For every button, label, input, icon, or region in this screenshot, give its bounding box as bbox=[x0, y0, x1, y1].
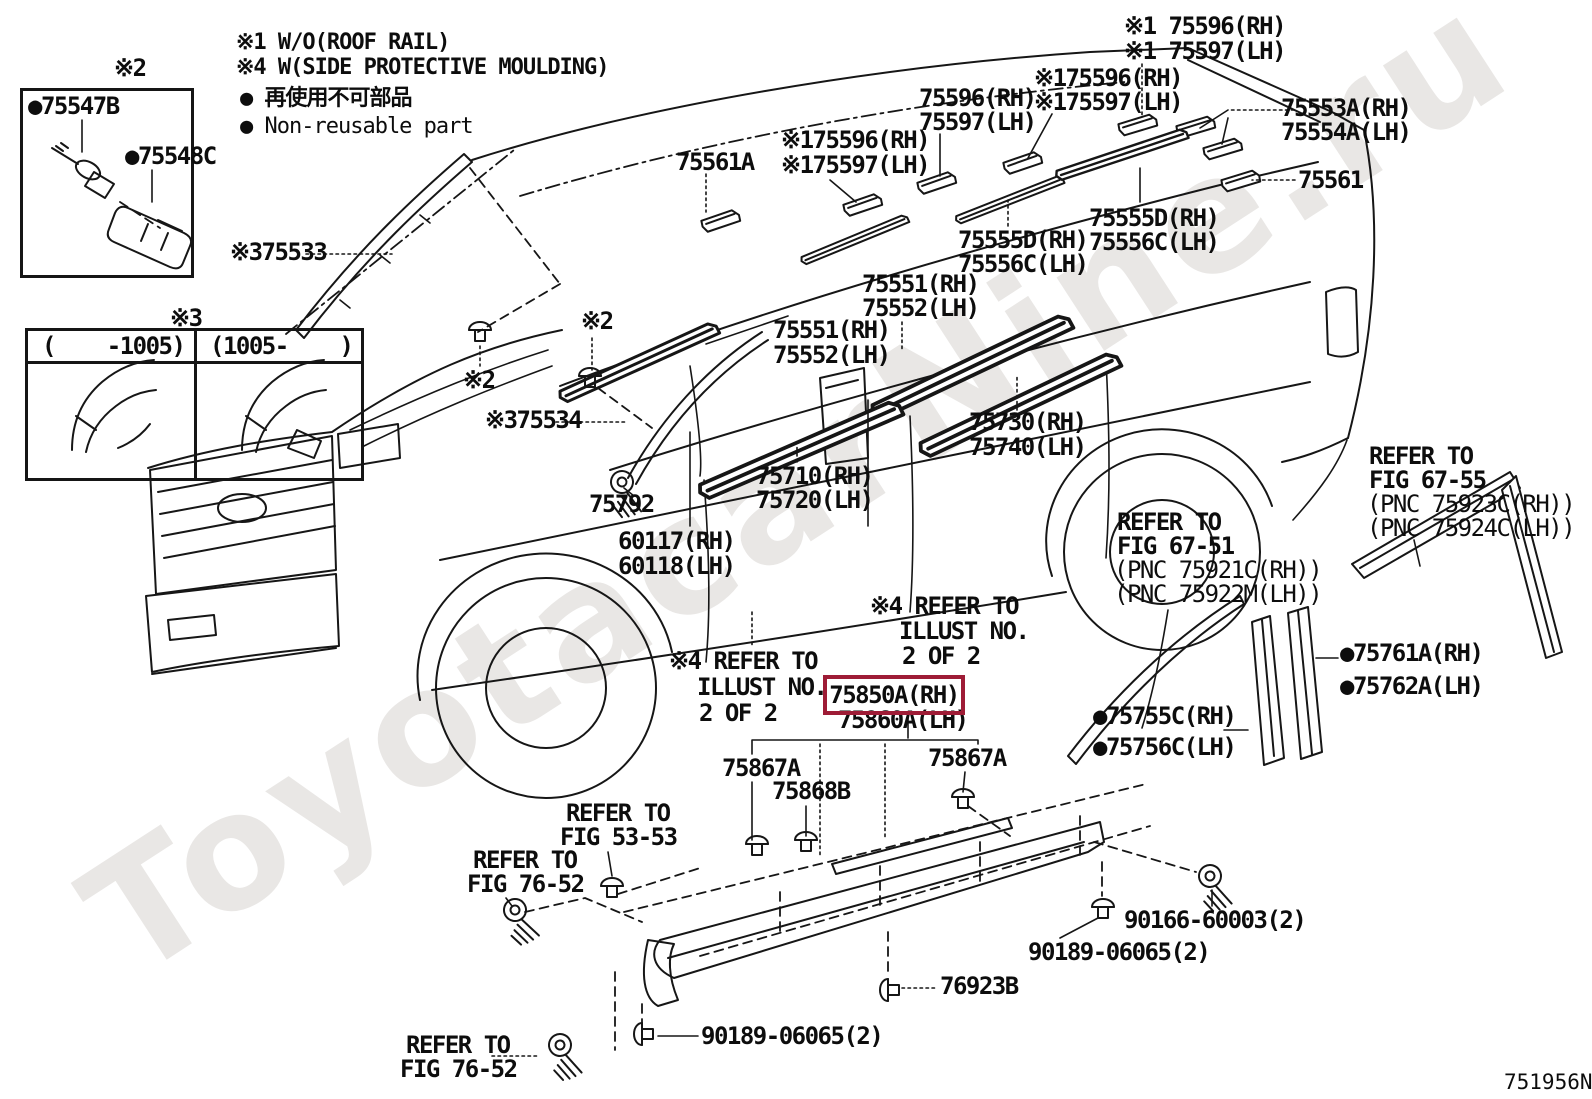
part-75596-group4-rh: ※1 75596(RH) bbox=[1124, 12, 1287, 40]
table-col-post1005: (1005- ) bbox=[210, 332, 354, 360]
part-60118: 60118(LH) bbox=[618, 552, 736, 580]
inset-detail-box bbox=[20, 88, 194, 278]
part-75555d-left: 75555D(RH) bbox=[958, 226, 1089, 254]
note-illust-left-2: ILLUST NO. bbox=[697, 673, 828, 701]
note-nonreusable-jp: ● 再使用不可部品 bbox=[240, 86, 412, 111]
part-75556c-right: 75556C(LH) bbox=[1089, 228, 1220, 256]
ref-6751-line4: (PNC 75922M(LH)) bbox=[1114, 580, 1323, 608]
tag-inset-box2: ※2 bbox=[114, 54, 147, 82]
part-75597-group4-lh: ※1 75597(LH) bbox=[1124, 37, 1287, 65]
doc-code: 751956N bbox=[1504, 1070, 1592, 1094]
part-75597-group3-lh: ※175597(LH) bbox=[1034, 88, 1184, 116]
part-75761a: ●75761A(RH) bbox=[1340, 639, 1484, 667]
note-nonreusable-en: ● Non-reusable part bbox=[240, 114, 474, 139]
ref-6751-line1: REFER TO bbox=[1117, 508, 1222, 536]
tag-clip-upper: ※2 bbox=[581, 307, 614, 335]
note-illust-left-3: 2 OF 2 bbox=[699, 699, 778, 727]
part-75867a-right: 75867A bbox=[928, 744, 1007, 772]
ref-7652-top-line2: FIG 76-52 bbox=[467, 870, 585, 898]
part-75868b: 75868B bbox=[772, 777, 851, 805]
part-75597-group1-lh: ※175597(LH) bbox=[781, 151, 931, 179]
ref-5353-line2: FIG 53-53 bbox=[560, 823, 678, 851]
part-75740: 75740(LH) bbox=[969, 433, 1087, 461]
part-75755c: ●75755C(RH) bbox=[1093, 702, 1237, 730]
part-75756c: ●75756C(LH) bbox=[1093, 733, 1237, 761]
part-75596-group2-rh: 75596(RH) bbox=[919, 84, 1037, 112]
part-75867a-left: 75867A bbox=[722, 754, 801, 782]
note-illust-left-1: ※4 REFER TO bbox=[669, 647, 819, 675]
part-75561a: 75561A bbox=[676, 148, 755, 176]
part-75561: 75561 bbox=[1298, 166, 1364, 194]
part-75555d-right: 75555D(RH) bbox=[1089, 204, 1220, 232]
part-75554a: 75554A(LH) bbox=[1281, 118, 1412, 146]
part-75553a: 75553A(RH) bbox=[1281, 94, 1412, 122]
table-column-divider bbox=[194, 331, 197, 478]
part-60117: 60117(RH) bbox=[618, 527, 736, 555]
part-75534: ※375534 bbox=[485, 406, 583, 434]
part-75551-b: 75551(RH) bbox=[773, 316, 891, 344]
ref-7652-bottom-line1: REFER TO bbox=[406, 1031, 511, 1059]
part-75551-a: 75551(RH) bbox=[862, 270, 980, 298]
part-76923b: 76923B bbox=[940, 972, 1019, 1000]
table-col-pre1005: ( -1005) bbox=[42, 332, 186, 360]
part-90166-60003: 90166-60003(2) bbox=[1124, 906, 1307, 934]
part-75533: ※375533 bbox=[230, 238, 328, 266]
note-illust-right-2: ILLUST NO. bbox=[899, 617, 1030, 645]
part-75552-a: 75552(LH) bbox=[862, 294, 980, 322]
note-roof-rail: ※1 W/O(ROOF RAIL) bbox=[236, 30, 450, 55]
note-illust-right-3: 2 OF 2 bbox=[902, 642, 981, 670]
variant-table-box bbox=[25, 328, 364, 481]
part-75556c-left: 75556C(LH) bbox=[958, 250, 1089, 278]
ref-7652-bottom-line2: FIG 76-52 bbox=[400, 1055, 518, 1083]
ref-6755-line3: (PNC 75923C(RH)) bbox=[1367, 490, 1576, 518]
part-90189-06065-right: 90189-06065(2) bbox=[1028, 938, 1211, 966]
note-side-moulding: ※4 W(SIDE PROTECTIVE MOULDING) bbox=[236, 55, 610, 80]
tag-table-box3: ※3 bbox=[170, 304, 203, 332]
note-illust-right-1: ※4 REFER TO bbox=[870, 592, 1020, 620]
part-75596-group3-rh: ※175596(RH) bbox=[1034, 64, 1184, 92]
ref-6755-line2: FIG 67-55 bbox=[1369, 466, 1487, 494]
part-75547b: ●75547B bbox=[28, 92, 120, 120]
ref-7652-top-line1: REFER TO bbox=[473, 846, 578, 874]
part-75552-b: 75552(LH) bbox=[773, 341, 891, 369]
part-75597-group2-lh: 75597(LH) bbox=[919, 108, 1037, 136]
ref-6755-line1: REFER TO bbox=[1369, 442, 1474, 470]
part-75548c: ●75548C bbox=[125, 142, 217, 170]
part-75762a: ●75762A(LH) bbox=[1340, 672, 1484, 700]
highlight-box: 75850A(RH) bbox=[823, 675, 965, 715]
part-75792: 75792 bbox=[589, 490, 655, 518]
tag-clip-lower: ※2 bbox=[463, 366, 496, 394]
ref-6751-line3: (PNC 75921C(RH)) bbox=[1114, 556, 1323, 584]
ref-5353-line1: REFER TO bbox=[566, 799, 671, 827]
part-75596-group1-rh: ※175596(RH) bbox=[781, 126, 931, 154]
part-90189-06065-left: 90189-06065(2) bbox=[701, 1022, 884, 1050]
part-75730: 75730(RH) bbox=[969, 408, 1087, 436]
ref-6751-line2: FIG 67-51 bbox=[1117, 532, 1235, 560]
part-75710: 75710(RH) bbox=[756, 462, 874, 490]
part-75720: 75720(LH) bbox=[756, 486, 874, 514]
highlighted-part-number: 75850A(RH) bbox=[829, 681, 960, 709]
ref-6755-line4: (PNC 75924C(LH)) bbox=[1367, 514, 1576, 542]
